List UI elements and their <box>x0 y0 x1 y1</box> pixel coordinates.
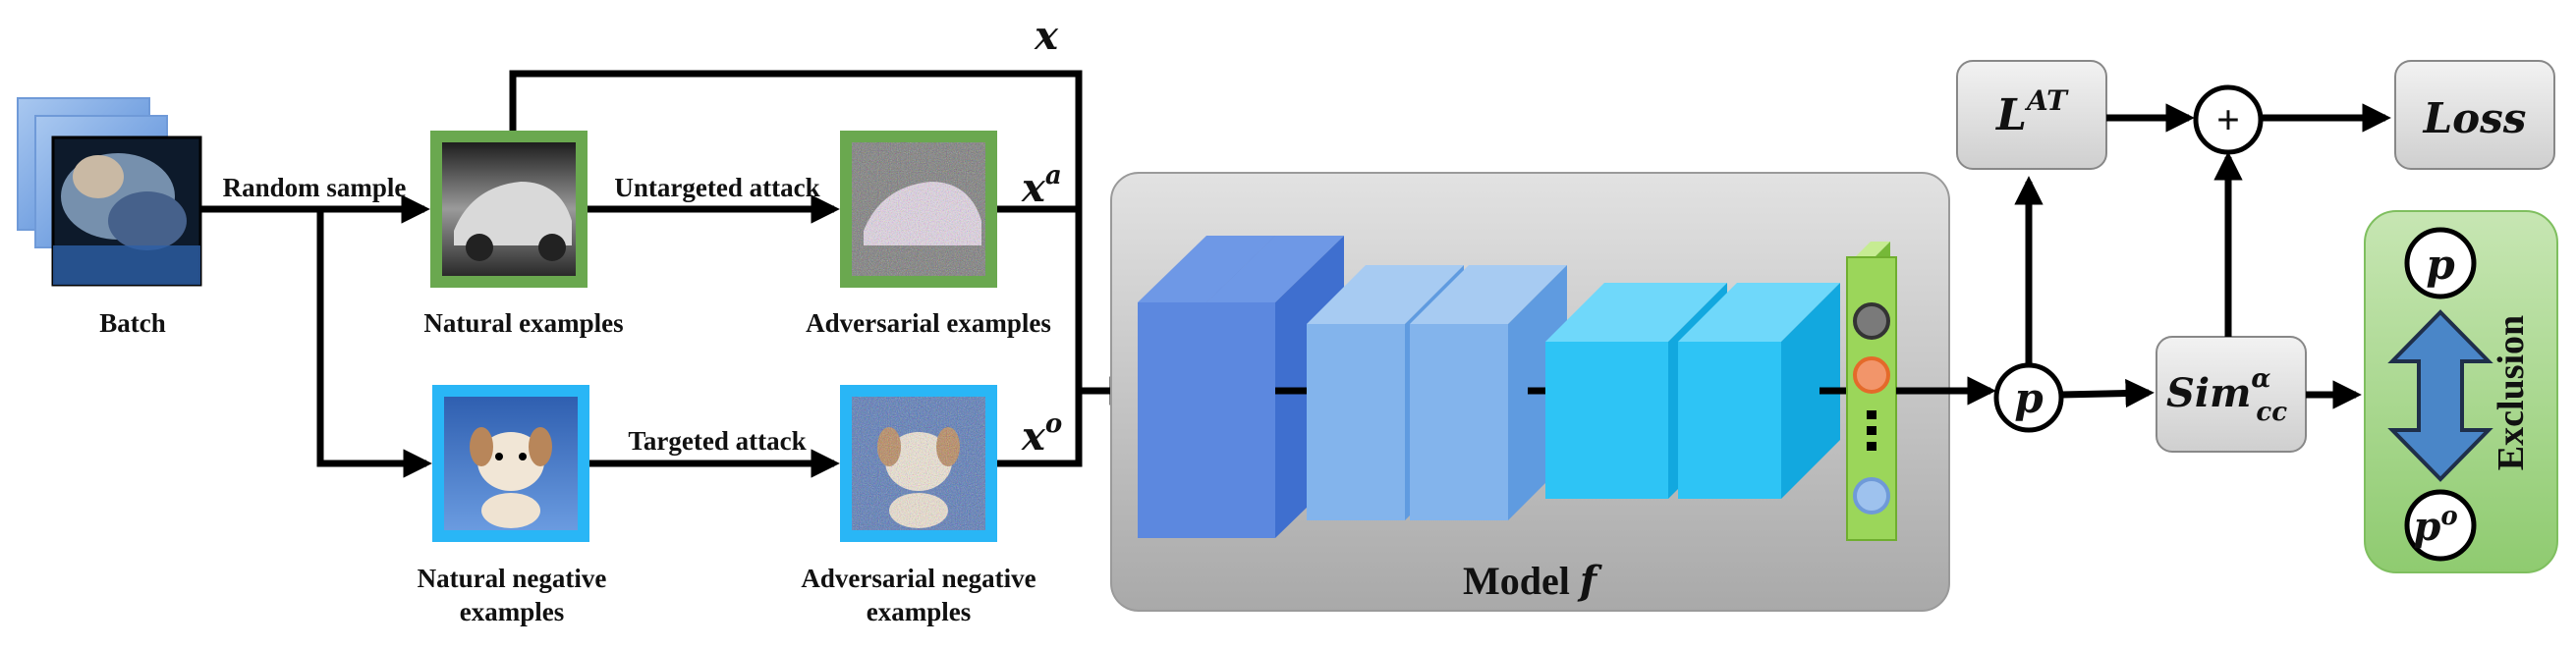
adversarial-negative-label-line2: examples <box>867 597 971 626</box>
negative-sample-arrow <box>316 209 432 478</box>
loss-box <box>2394 60 2555 170</box>
batch-stack <box>17 97 202 287</box>
adversarial-negative-image <box>840 385 997 542</box>
loss-label: Loss <box>2423 94 2527 142</box>
natural-negative-label-line1: Natural negative <box>418 564 607 593</box>
lat-symbol: LAT <box>1994 84 2069 140</box>
natural-negative-image <box>432 385 589 542</box>
output-node-orange-icon <box>1853 356 1890 394</box>
p-symbol: p <box>2014 374 2043 422</box>
exclusion-label: Exclusion <box>2491 315 2532 470</box>
conv-layer-mid-2 <box>1410 265 1567 520</box>
double-arrow-icon <box>2387 309 2493 482</box>
natural-negative-label-line2: examples <box>460 597 564 626</box>
conv-layer-light-2 <box>1678 283 1840 499</box>
natural-input-path <box>509 70 1083 391</box>
batch-label: Batch <box>99 308 166 338</box>
untargeted-attack-label: Untargeted attack <box>614 173 819 202</box>
p-to-sim-arrow <box>2060 378 2155 408</box>
model-label: Model f <box>1463 558 1602 604</box>
p-exclusion-symbol: p <box>2426 241 2454 289</box>
plus-symbol: + <box>2216 98 2240 143</box>
x-neg-symbol: xo <box>1021 409 1062 460</box>
p-neg-node <box>2404 489 2477 562</box>
output-node-gray-icon <box>1853 302 1890 340</box>
random-sample-label: Random sample <box>223 173 407 202</box>
x-symbol: x <box>1034 13 1059 59</box>
p-exclusion-node <box>2404 227 2477 299</box>
natural-examples-label: Natural examples <box>423 308 623 338</box>
targeted-attack-label: Targeted attack <box>628 426 806 456</box>
natural-example-image <box>430 131 588 288</box>
output-node-blue-icon <box>1853 477 1890 515</box>
adversarial-example-image <box>840 131 997 288</box>
adversarial-examples-label: Adversarial examples <box>806 308 1051 338</box>
p-neg-symbol: po <box>2413 502 2457 550</box>
output-vector <box>1846 242 1897 541</box>
adversarial-negative-label-line1: Adversarial negative <box>801 564 1036 593</box>
x-adv-symbol: xa <box>1021 161 1062 211</box>
negative-input-path <box>997 391 1083 467</box>
